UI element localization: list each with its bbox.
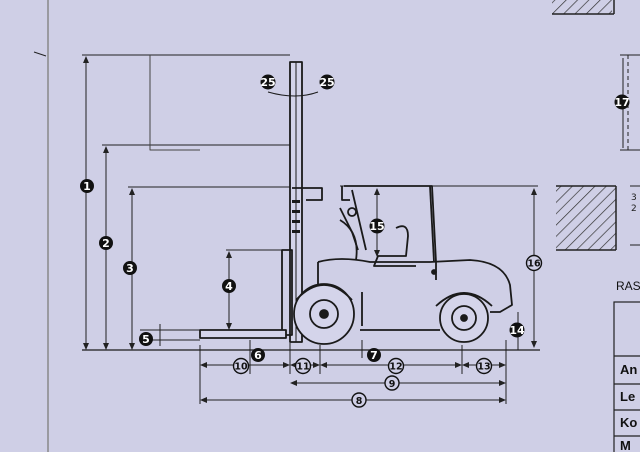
right-partial-dimension — [620, 54, 640, 246]
table-row-3: Ko — [620, 415, 637, 430]
svg-text:15: 15 — [369, 220, 384, 233]
marker-6: 6 — [251, 348, 265, 362]
table-row-1: An — [620, 362, 637, 377]
marker-13: 13 — [475, 357, 493, 375]
table-row-4: M — [620, 438, 631, 452]
partial-spec-table — [613, 301, 640, 452]
svg-text:2: 2 — [102, 237, 110, 250]
marker-17: 17 — [614, 94, 630, 110]
right-hatched-block — [556, 185, 617, 251]
scan-mark — [33, 51, 47, 57]
svg-text:16: 16 — [527, 259, 541, 270]
mast-logo-marks — [292, 200, 300, 233]
marker-25-left: 25 — [260, 74, 276, 90]
ras-heading: RAS — [616, 279, 640, 293]
marker-16: 16 — [525, 254, 543, 272]
svg-text:9: 9 — [389, 379, 396, 390]
marker-10: 10 — [232, 357, 250, 375]
front-wheel — [293, 283, 355, 345]
svg-text:4: 4 — [225, 280, 233, 293]
svg-text:12: 12 — [389, 362, 402, 373]
svg-text:25: 25 — [260, 76, 275, 89]
svg-text:7: 7 — [370, 349, 378, 362]
right-partial-fraction: 3 — [631, 193, 637, 203]
marker-25-right: 25 — [319, 74, 335, 90]
table-row-2: Le — [620, 389, 635, 404]
svg-text:14: 14 — [509, 324, 525, 337]
marker-8: 8 — [351, 392, 367, 408]
marker-7: 7 — [367, 348, 381, 362]
svg-text:1: 1 — [83, 180, 91, 193]
svg-text:10: 10 — [234, 362, 248, 373]
svg-text:17: 17 — [614, 96, 629, 109]
svg-text:13: 13 — [477, 362, 490, 373]
svg-text:5: 5 — [142, 333, 150, 346]
marker-4: 4 — [222, 279, 236, 293]
marker-11: 11 — [294, 357, 312, 375]
top-hatched-block — [552, 0, 615, 15]
right-partial-fraction-2: 2 — [631, 204, 637, 214]
forklift-outline — [149, 55, 513, 343]
marker-9: 9 — [384, 375, 400, 391]
marker-14: 14 — [509, 322, 525, 338]
marker-5: 5 — [139, 332, 153, 346]
svg-text:3: 3 — [126, 262, 134, 275]
marker-12: 12 — [387, 357, 405, 375]
marker-15: 15 — [369, 218, 385, 234]
svg-text:11: 11 — [296, 362, 309, 373]
marker-1: 1 — [80, 179, 94, 193]
marker-2: 2 — [99, 236, 113, 250]
marker-3: 3 — [123, 261, 137, 275]
svg-text:8: 8 — [356, 396, 363, 407]
rear-wheel — [435, 292, 493, 343]
svg-text:6: 6 — [254, 349, 262, 362]
svg-text:25: 25 — [319, 76, 334, 89]
